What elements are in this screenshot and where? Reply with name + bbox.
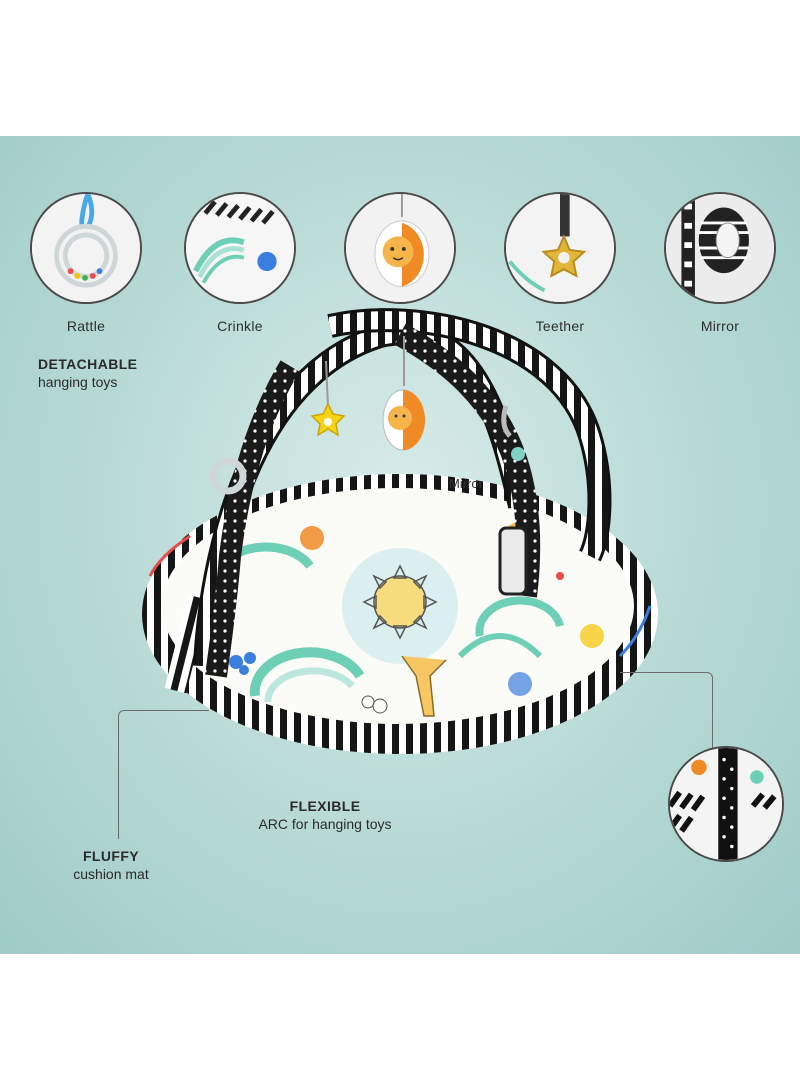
feature-flexible-title: FLEXIBLE	[289, 798, 361, 814]
feature-fluffy-subtitle: cushion mat	[73, 866, 149, 882]
fluffy-callout-line	[118, 710, 209, 839]
mirror-thumbnail	[664, 192, 776, 304]
flexible-callout-line	[620, 672, 713, 753]
feature-fluffy-title: FLUFFY	[82, 848, 140, 864]
feature-detachable: DETACHABLE hanging toys	[38, 356, 137, 390]
crinkle-icon	[186, 194, 294, 302]
lion-toy-thumbnail	[344, 192, 456, 304]
rattle-thumbnail	[30, 192, 142, 304]
feature-detachable-title: DETACHABLE	[38, 356, 138, 372]
rattle-toy	[209, 457, 247, 495]
crinkle-thumbnail	[184, 192, 296, 304]
thumbnail-label-mirror: Mirror	[700, 318, 740, 334]
thumbnail-label-crinkle: Crinkle	[217, 318, 263, 334]
teether-icon	[506, 194, 614, 302]
right-arch-outer	[328, 311, 609, 561]
sun-motif	[342, 548, 458, 664]
polka-dot-arch	[394, 323, 541, 598]
mirror-toy	[498, 526, 528, 596]
arc-detail-thumbnail	[668, 746, 784, 862]
mirror-tag-label: Mirror	[449, 476, 483, 491]
thumbnail-label-rattle: Rattle	[66, 318, 106, 334]
mirror-icon	[666, 194, 774, 302]
lion-toy-icon	[346, 194, 454, 302]
product-panel: Rattle Crinkle	[0, 136, 800, 954]
feature-fluffy: FLUFFY cushion mat	[56, 848, 166, 882]
teether-thumbnail	[504, 192, 616, 304]
feature-flexible-subtitle: ARC for hanging toys	[258, 816, 392, 832]
play-gym-illustration	[142, 308, 658, 754]
feature-flexible: FLEXIBLE ARC for hanging toys	[240, 798, 410, 832]
rattle-icon	[32, 194, 140, 302]
thumbnail-label-teether: Teether	[535, 318, 585, 334]
arc-base-detail-icon	[670, 748, 782, 860]
feature-detachable-subtitle: hanging toys	[38, 374, 118, 390]
